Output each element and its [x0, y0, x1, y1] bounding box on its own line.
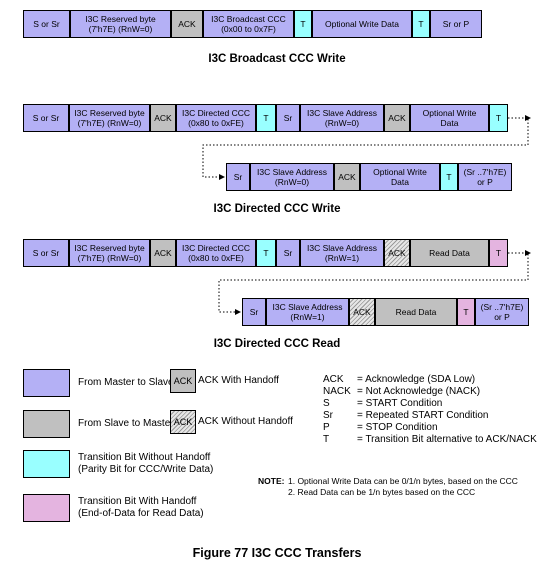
legend-transition-handoff-label: Transition Bit With Handoff (End-of-Data…: [78, 496, 204, 519]
slave-address-cell: I3C Slave Address (RnW=1): [266, 298, 349, 326]
transition-bit-cell: T: [412, 10, 430, 38]
repeated-start-cell: Sr: [276, 104, 300, 132]
directed-ccc-cell: I3C Directed CCC (0x80 to 0xFE): [176, 104, 256, 132]
repeated-start-cell: Sr: [276, 239, 300, 267]
ack-without-handoff-cell: ACK: [349, 298, 375, 326]
abbr-desc: = Acknowledge (SDA Low): [357, 374, 476, 385]
directed-ccc-cell: I3C Directed CCC (0x80 to 0xFE): [176, 239, 256, 267]
slave-address-cell: I3C Slave Address (RnW=0): [250, 163, 334, 191]
abbr-key: T: [323, 434, 330, 445]
abbr-desc: = Transition Bit alternative to ACK/NACK: [357, 434, 537, 445]
abbr-desc: = STOP Condition: [357, 422, 438, 433]
stop-cell: Sr or P: [430, 10, 482, 38]
note-1: 1. Optional Write Data can be 0/1/n byte…: [288, 476, 518, 486]
legend-ack-no-handoff-swatch: ACK: [170, 410, 196, 434]
broadcast-write-title: I3C Broadcast CCC Write: [208, 53, 346, 65]
read-data-cell: Read Data: [410, 239, 489, 267]
abbr-key: ACK: [323, 374, 344, 385]
legend-transition-handoff-swatch: [23, 494, 70, 522]
legend-slave-swatch: [23, 410, 70, 438]
start-cell: S or Sr: [23, 10, 70, 38]
ack-cell: ACK: [150, 239, 176, 267]
write-data-cell: Optional Write Data: [312, 10, 412, 38]
transition-handoff-cell: T: [457, 298, 475, 326]
abbr-key: NACK: [323, 386, 351, 397]
ack-cell: ACK: [171, 10, 203, 38]
start-cell: S or Sr: [23, 104, 69, 132]
legend-ack-handoff-label: ACK With Handoff: [198, 375, 279, 386]
transition-bit-cell: T: [294, 10, 312, 38]
stop-cell: (Sr ..7'h7E) or P: [475, 298, 529, 326]
abbr-desc: = Not Acknowledge (NACK): [357, 386, 481, 397]
slave-address-cell: I3C Slave Address (RnW=0): [300, 104, 384, 132]
ack-cell: ACK: [384, 104, 410, 132]
legend-master-swatch: [23, 369, 70, 397]
legend-master-label: From Master to Slave: [78, 377, 174, 388]
abbr-key: Sr: [323, 410, 333, 421]
transition-bit-cell: T: [489, 104, 508, 132]
legend-transition-label: Transition Bit Without Handoff (Parity B…: [78, 452, 214, 475]
stop-cell: (Sr ..7'h7E) or P: [458, 163, 512, 191]
figure-caption: Figure 77 I3C CCC Transfers: [192, 546, 362, 560]
write-data-cell: Optional Write Data: [410, 104, 489, 132]
transition-handoff-cell: T: [489, 239, 508, 267]
legend-ack-no-handoff-label: ACK Without Handoff: [198, 416, 293, 427]
write-continuation-arrow: [202, 117, 529, 180]
transition-bit-cell: T: [440, 163, 458, 191]
note-label: NOTE:: [258, 476, 285, 486]
read-data-cell: Read Data: [375, 298, 457, 326]
start-cell: S or Sr: [23, 239, 69, 267]
broadcast-ccc-cell: I3C Broadcast CCC (0x00 to 0x7F): [203, 10, 294, 38]
ack-cell: ACK: [150, 104, 176, 132]
note-2: 2. Read Data can be 1/n bytes based on t…: [288, 487, 476, 497]
directed-write-title: I3C Directed CCC Write: [213, 203, 341, 215]
reserved-byte-cell: I3C Reserved byte (7'h7E) (RnW=0): [69, 239, 150, 267]
abbr-desc: = Repeated START Condition: [357, 410, 489, 421]
reserved-byte-cell: I3C Reserved byte (7'h7E) (RnW=0): [69, 104, 150, 132]
reserved-byte-cell: I3C Reserved byte (7'h7E) (RnW=0): [70, 10, 171, 38]
slave-address-cell: I3C Slave Address (RnW=1): [300, 239, 384, 267]
legend-ack-handoff-swatch: ACK: [170, 369, 196, 393]
legend-slave-label: From Slave to Master: [78, 418, 174, 429]
repeated-start-cell: Sr: [242, 298, 266, 326]
abbr-desc: = START Condition: [357, 398, 443, 409]
legend-transition-swatch: [23, 450, 70, 478]
write-data-cell: Optional Write Data: [360, 163, 440, 191]
repeated-start-cell: Sr: [226, 163, 250, 191]
ack-without-handoff-cell: ACK: [384, 239, 410, 267]
abbr-key: P: [323, 422, 330, 433]
transition-bit-cell: T: [256, 104, 276, 132]
transition-bit-cell: T: [256, 239, 276, 267]
ack-cell: ACK: [334, 163, 360, 191]
abbr-key: S: [323, 398, 330, 409]
read-continuation-arrow: [218, 252, 529, 315]
directed-read-title: I3C Directed CCC Read: [213, 338, 341, 350]
